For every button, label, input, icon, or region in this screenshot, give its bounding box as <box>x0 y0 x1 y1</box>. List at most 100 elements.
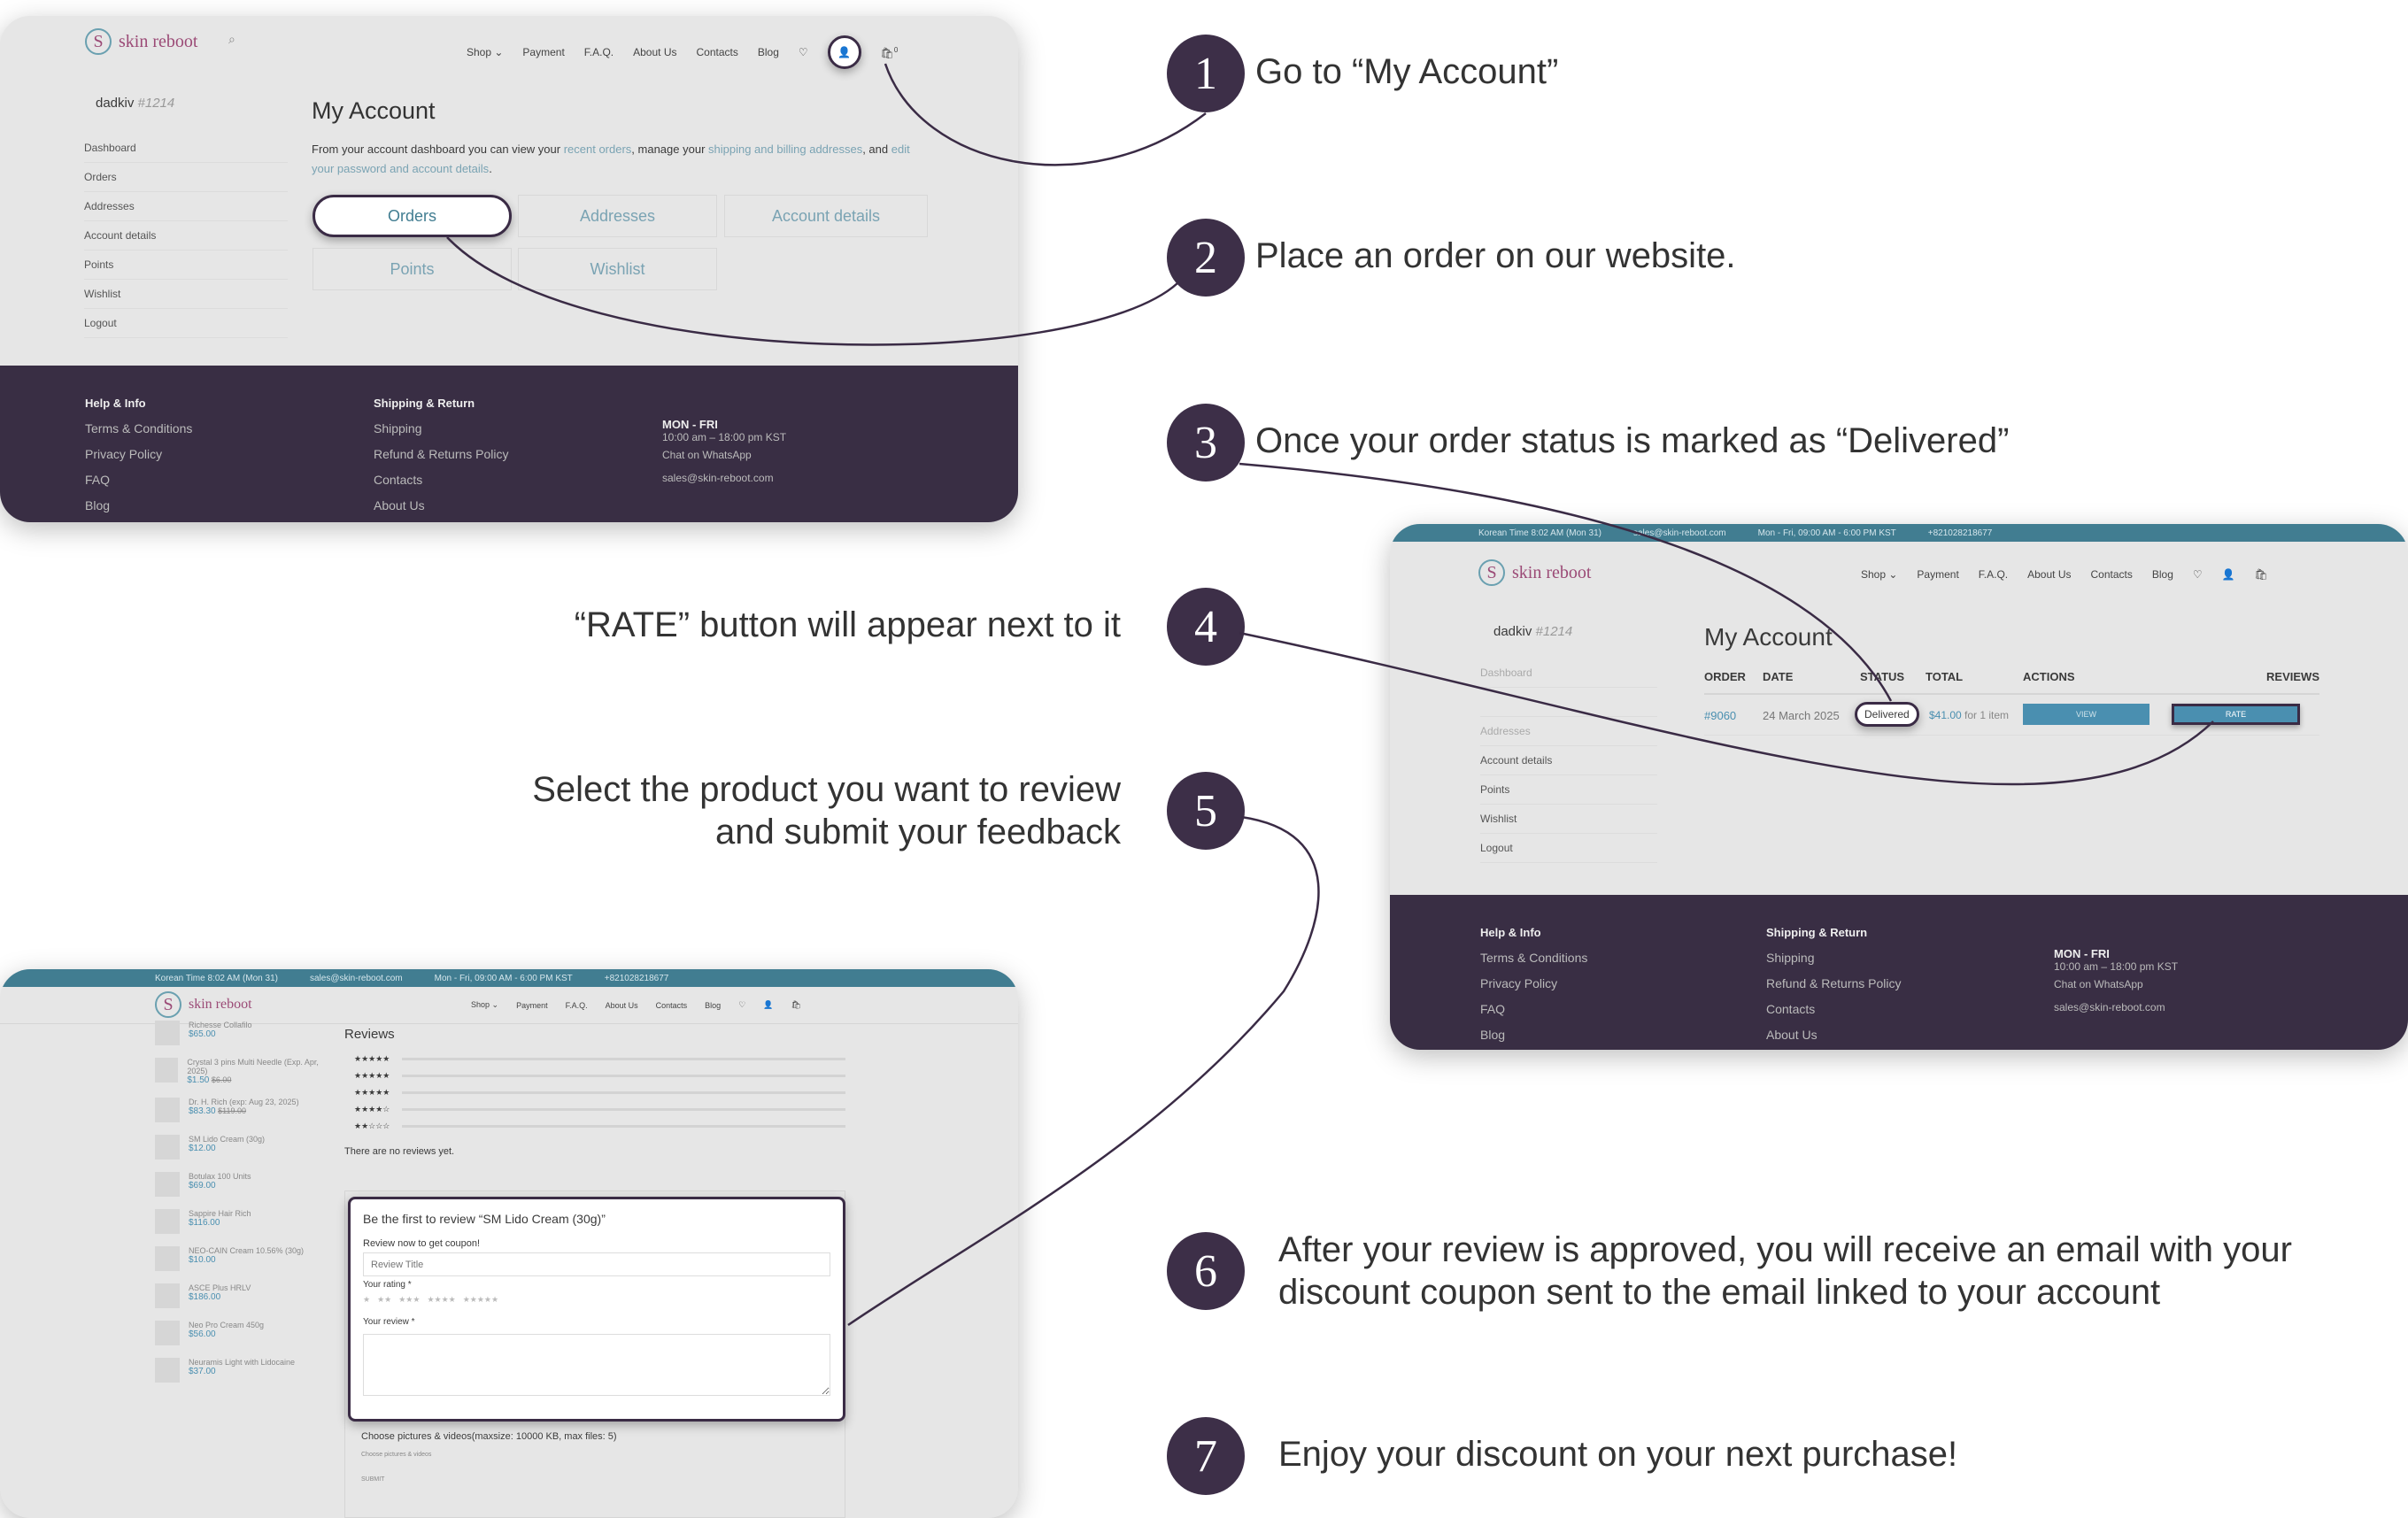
footer-link[interactable]: About Us <box>374 498 425 512</box>
review-textarea[interactable] <box>363 1334 830 1396</box>
footer-link[interactable]: Privacy Policy <box>85 447 163 461</box>
nav-blog[interactable]: Blog <box>2151 568 2173 581</box>
footer-link[interactable]: Privacy Policy <box>1480 976 1558 990</box>
sidebar-item-logout[interactable]: Logout <box>1480 834 1657 863</box>
sidebar-item-account-details[interactable]: Account details <box>84 221 288 250</box>
list-item[interactable]: Crystal 3 pins Multi Needle (Exp. Apr, 2… <box>155 1058 332 1085</box>
list-item[interactable]: Neo Pro Cream 450g$56.00 <box>155 1321 332 1345</box>
footer-link[interactable]: Contacts <box>374 473 423 487</box>
list-item[interactable]: Botulax 100 Units$69.00 <box>155 1172 332 1197</box>
list-item[interactable]: Dr. H. Rich (exp: Aug 23, 2025)$83.30 $1… <box>155 1098 332 1122</box>
search-icon[interactable]: ⌕ <box>228 32 235 46</box>
tile-addresses[interactable]: Addresses <box>518 195 717 237</box>
rating-bar-row: ★★★★★ <box>354 1051 845 1067</box>
nav-about[interactable]: About Us <box>2027 568 2072 581</box>
user-icon[interactable]: 👤 <box>827 35 861 69</box>
footer-link[interactable]: Refund & Returns Policy <box>374 447 509 461</box>
nav-payment[interactable]: Payment <box>522 46 565 58</box>
sidebar-item-dashboard[interactable]: Dashboard <box>84 134 288 163</box>
heart-icon[interactable]: ♡ <box>2192 568 2203 581</box>
sidebar-item-wishlist[interactable]: Wishlist <box>1480 805 1657 834</box>
sidebar-item-logout[interactable]: Logout <box>84 309 288 338</box>
user-icon[interactable]: 👤 <box>763 1000 774 1009</box>
submit-button[interactable]: SUBMIT <box>361 1476 385 1483</box>
nav-shop[interactable]: Shop ⌄ <box>471 1000 499 1009</box>
email-link[interactable]: sales@skin-reboot.com <box>662 472 774 484</box>
rating-4[interactable]: ★★★★ <box>427 1295 456 1304</box>
rate-button[interactable]: RATE <box>2172 704 2300 725</box>
footer-link[interactable]: Shipping <box>1766 951 1815 965</box>
sidebar-item-orders[interactable] <box>1480 688 1657 717</box>
sidebar-item-points[interactable]: Points <box>1480 775 1657 805</box>
sidebar-item-addresses[interactable]: Addresses <box>1480 717 1657 746</box>
status-badge: Delivered <box>1855 702 1919 727</box>
nav-contacts[interactable]: Contacts <box>2090 568 2133 581</box>
sidebar-item-points[interactable]: Points <box>84 250 288 280</box>
tile-orders[interactable]: Orders <box>313 195 512 237</box>
nav-faq[interactable]: F.A.Q. <box>1978 568 2009 581</box>
footer-link[interactable]: Refund & Returns Policy <box>1766 976 1902 990</box>
rating-5[interactable]: ★★★★★ <box>462 1295 499 1304</box>
cart-icon[interactable]: 🛍 <box>791 1000 801 1009</box>
footer-link[interactable]: Contacts <box>1766 1002 1816 1016</box>
footer-link[interactable]: FAQ <box>1480 1002 1506 1016</box>
recent-orders-link[interactable]: recent orders <box>563 143 632 156</box>
review-screenshot: Korean Time 8:02 AM (Mon 31)sales@skin-r… <box>0 969 1018 1518</box>
sidebar-item-dashboard[interactable]: Dashboard <box>1480 659 1657 688</box>
user-icon[interactable]: 👤 <box>2221 568 2235 581</box>
list-item[interactable]: NEO-CAIN Cream 10.56% (30g)$10.00 <box>155 1246 332 1271</box>
sidebar-item-account-details[interactable]: Account details <box>1480 746 1657 775</box>
nav-about[interactable]: About Us <box>605 1000 638 1010</box>
list-item[interactable]: Richesse Collafilo$65.00 <box>155 1021 332 1045</box>
footer-link[interactable]: FAQ <box>85 473 111 487</box>
nav-payment[interactable]: Payment <box>516 1000 548 1010</box>
footer-link[interactable]: Shipping <box>374 421 422 435</box>
list-item[interactable]: SM Lido Cream (30g)$12.00 <box>155 1135 332 1160</box>
whatsapp-link[interactable]: Chat on WhatsApp <box>662 449 752 461</box>
nav-shop[interactable]: Shop ⌄ <box>467 46 504 58</box>
footer-link[interactable]: Terms & Conditions <box>85 421 193 435</box>
rating-2[interactable]: ★★ <box>377 1295 392 1304</box>
sidebar-item-wishlist[interactable]: Wishlist <box>84 280 288 309</box>
tile-points[interactable]: Points <box>313 248 512 290</box>
email-link[interactable]: sales@skin-reboot.com <box>2054 1001 2165 1013</box>
footer-link[interactable]: About Us <box>1766 1028 1818 1042</box>
view-button[interactable]: VIEW <box>2023 704 2149 725</box>
nav-faq[interactable]: F.A.Q. <box>565 1000 588 1010</box>
tile-account-details[interactable]: Account details <box>724 195 928 237</box>
heart-icon[interactable]: ♡ <box>738 1000 746 1009</box>
order-link[interactable]: #9060 <box>1704 709 1737 722</box>
footer-link[interactable]: Blog <box>1480 1028 1506 1042</box>
nav-blog[interactable]: Blog <box>705 1000 722 1010</box>
sidebar-item-orders[interactable]: Orders <box>84 163 288 192</box>
nav-contacts[interactable]: Contacts <box>696 46 738 58</box>
nav-faq[interactable]: F.A.Q. <box>583 46 614 58</box>
list-item[interactable]: ASCE Plus HRLV$186.00 <box>155 1283 332 1308</box>
cart-icon[interactable]: 🛍 <box>2254 568 2268 581</box>
page-title: My Account <box>1704 623 1833 651</box>
nav-blog[interactable]: Blog <box>757 46 779 58</box>
footer-link[interactable]: Terms & Conditions <box>1480 951 1588 965</box>
addresses-link[interactable]: shipping and billing addresses <box>708 143 863 156</box>
rating-1[interactable]: ★ <box>363 1295 371 1304</box>
nav-contacts[interactable]: Contacts <box>655 1000 688 1010</box>
nav-payment[interactable]: Payment <box>1917 568 1959 581</box>
cart-icon[interactable]: 🛍0 <box>880 45 899 59</box>
list-item[interactable]: Sappire Hair Rich$116.00 <box>155 1209 332 1234</box>
sidebar-item-addresses[interactable]: Addresses <box>84 192 288 221</box>
rating-3[interactable]: ★★★ <box>398 1295 421 1304</box>
nav-about[interactable]: About Us <box>633 46 677 58</box>
nav-shop[interactable]: Shop ⌄ <box>1861 568 1898 581</box>
tile-wishlist[interactable]: Wishlist <box>518 248 717 290</box>
whatsapp-link[interactable]: Chat on WhatsApp <box>2054 978 2143 990</box>
list-item[interactable]: Neuramis Light with Lidocaine$37.00 <box>155 1358 332 1383</box>
heart-icon[interactable]: ♡ <box>798 46 808 58</box>
footer-link[interactable]: Blog <box>85 498 111 512</box>
choose-files-button[interactable]: Choose pictures & videos <box>361 1452 432 1458</box>
review-title-input[interactable] <box>363 1252 830 1276</box>
